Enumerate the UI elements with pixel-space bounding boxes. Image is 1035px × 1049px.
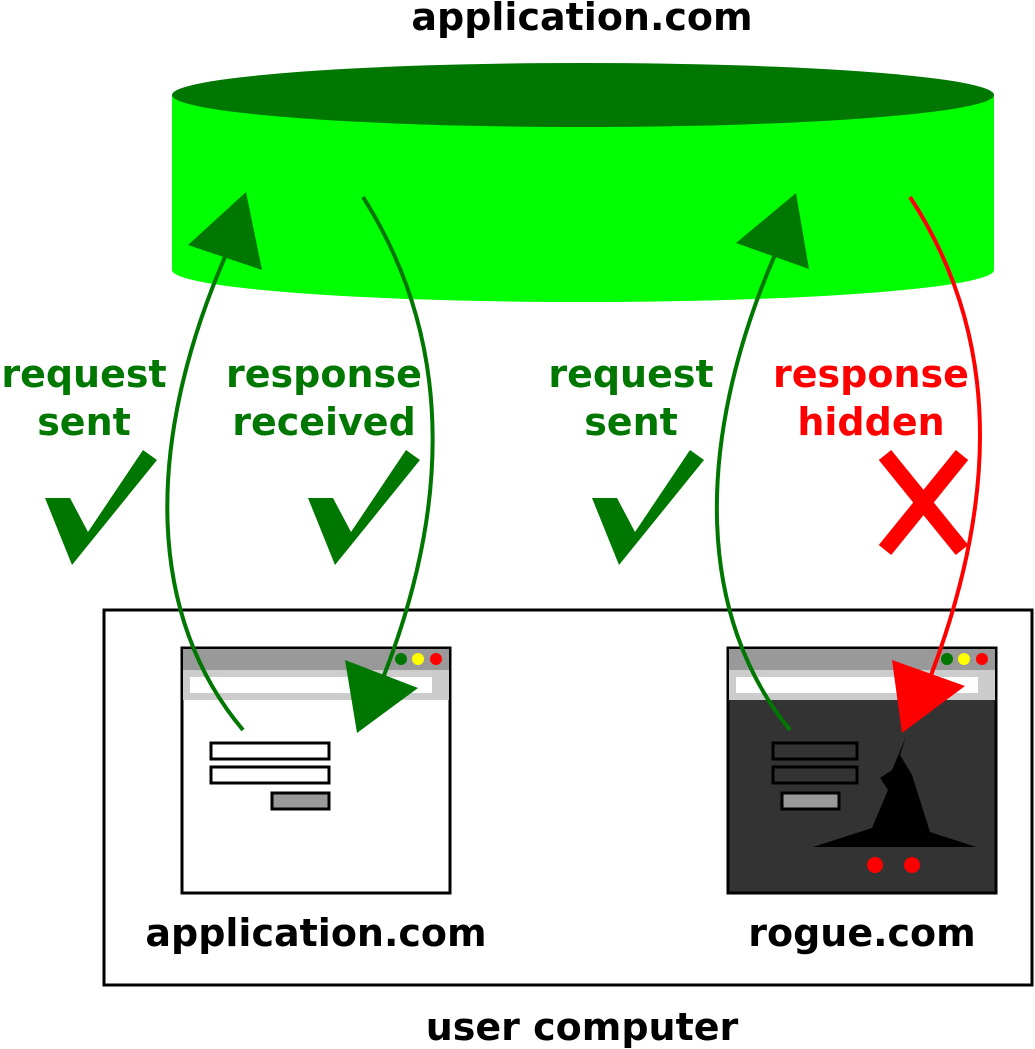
legit-request-arrow bbox=[165, 192, 262, 732]
window-dot-green bbox=[941, 653, 953, 665]
legit-browser-label: application.com bbox=[145, 911, 486, 955]
witch-eye bbox=[867, 857, 883, 873]
user-computer-frame bbox=[102, 608, 1034, 987]
window-dot-red bbox=[976, 653, 988, 665]
titlebar bbox=[729, 649, 995, 670]
window-dot-yellow bbox=[958, 653, 970, 665]
rogue-request-label-line1: request bbox=[548, 352, 713, 396]
window-dot-green bbox=[395, 653, 407, 665]
check-mark-icon bbox=[308, 450, 420, 565]
server-title: application.com bbox=[411, 0, 752, 39]
check-mark-icon bbox=[45, 450, 157, 565]
legit-response-arrow bbox=[345, 195, 435, 733]
check-mark-icon bbox=[592, 450, 704, 565]
rogue-browser-label: rogue.com bbox=[748, 911, 976, 955]
window-dot-red bbox=[430, 653, 442, 665]
legit-response-label-line2: received bbox=[232, 400, 416, 444]
server-top bbox=[172, 63, 994, 127]
window-dot-yellow bbox=[412, 653, 424, 665]
form-button bbox=[270, 791, 331, 811]
cross-mark-icon bbox=[878, 449, 969, 556]
server-cylinder bbox=[172, 63, 994, 302]
legit-request-label-line2: sent bbox=[37, 400, 131, 444]
rogue-response-arrow bbox=[892, 195, 982, 733]
legit-request-label-line1: request bbox=[1, 352, 166, 396]
legit-response-label-line1: response bbox=[226, 352, 422, 396]
legit-browser-window bbox=[180, 646, 452, 895]
form-field bbox=[209, 765, 331, 785]
user-computer-label: user computer bbox=[426, 1005, 739, 1049]
rogue-response-label-line2: hidden bbox=[797, 400, 944, 444]
form-field bbox=[209, 741, 331, 761]
form-field bbox=[771, 741, 859, 761]
rogue-request-label-line2: sent bbox=[584, 400, 678, 444]
titlebar bbox=[183, 649, 449, 670]
form-button bbox=[780, 791, 841, 811]
rogue-request-arrow bbox=[714, 193, 809, 732]
witch-icon bbox=[813, 737, 976, 873]
witch-eye bbox=[904, 857, 920, 873]
rogue-response-label-line1: response bbox=[773, 352, 969, 396]
form-field bbox=[771, 765, 859, 785]
